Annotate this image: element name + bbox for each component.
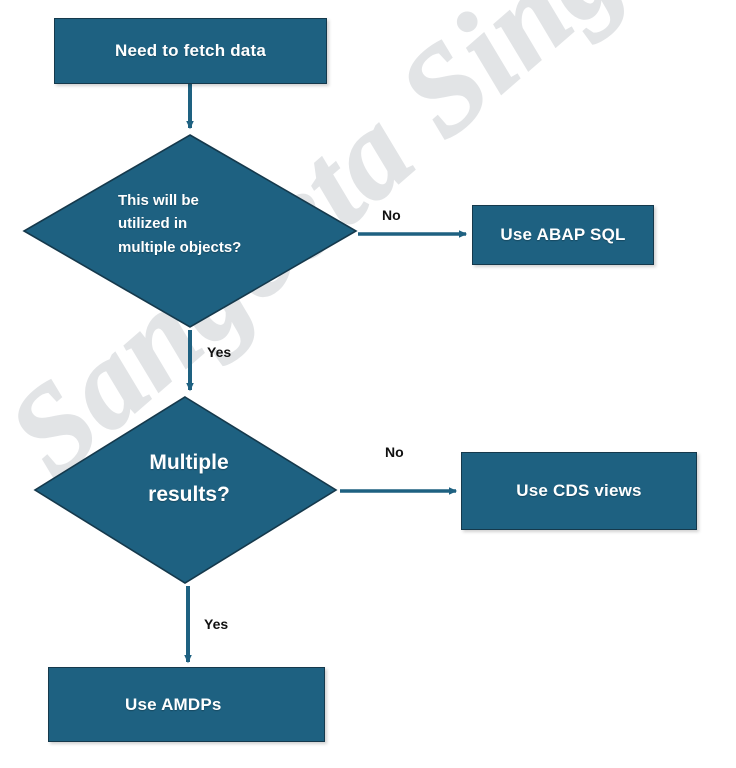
edge-label-yes-1: Yes	[207, 344, 232, 360]
node-label: Use AMDPs	[125, 694, 222, 714]
node-use-amdps[interactable]: Use AMDPs	[48, 667, 325, 742]
edge-label-no-2: No	[385, 444, 404, 460]
diamond-shape	[22, 134, 358, 328]
diamond-shape	[33, 396, 338, 584]
node-label: Need to fetch data	[115, 41, 266, 60]
node-label: Use CDS views	[516, 481, 642, 500]
node-decision-multiple-objects[interactable]: This will be utilized in multiple object…	[22, 133, 358, 329]
node-use-cds-views[interactable]: Use CDS views	[461, 452, 697, 530]
node-label: Multiple results?	[148, 451, 230, 506]
node-use-abap-sql[interactable]: Use ABAP SQL	[472, 205, 654, 265]
node-label: This will be utilized in multiple object…	[118, 192, 242, 256]
edge-label-yes-2: Yes	[204, 616, 229, 632]
edge-label-no-1: No	[382, 207, 401, 223]
node-label: Use ABAP SQL	[500, 225, 626, 244]
node-need-to-fetch-data[interactable]: Need to fetch data	[54, 18, 327, 84]
node-decision-multiple-results[interactable]: Multiple results?	[33, 395, 338, 585]
